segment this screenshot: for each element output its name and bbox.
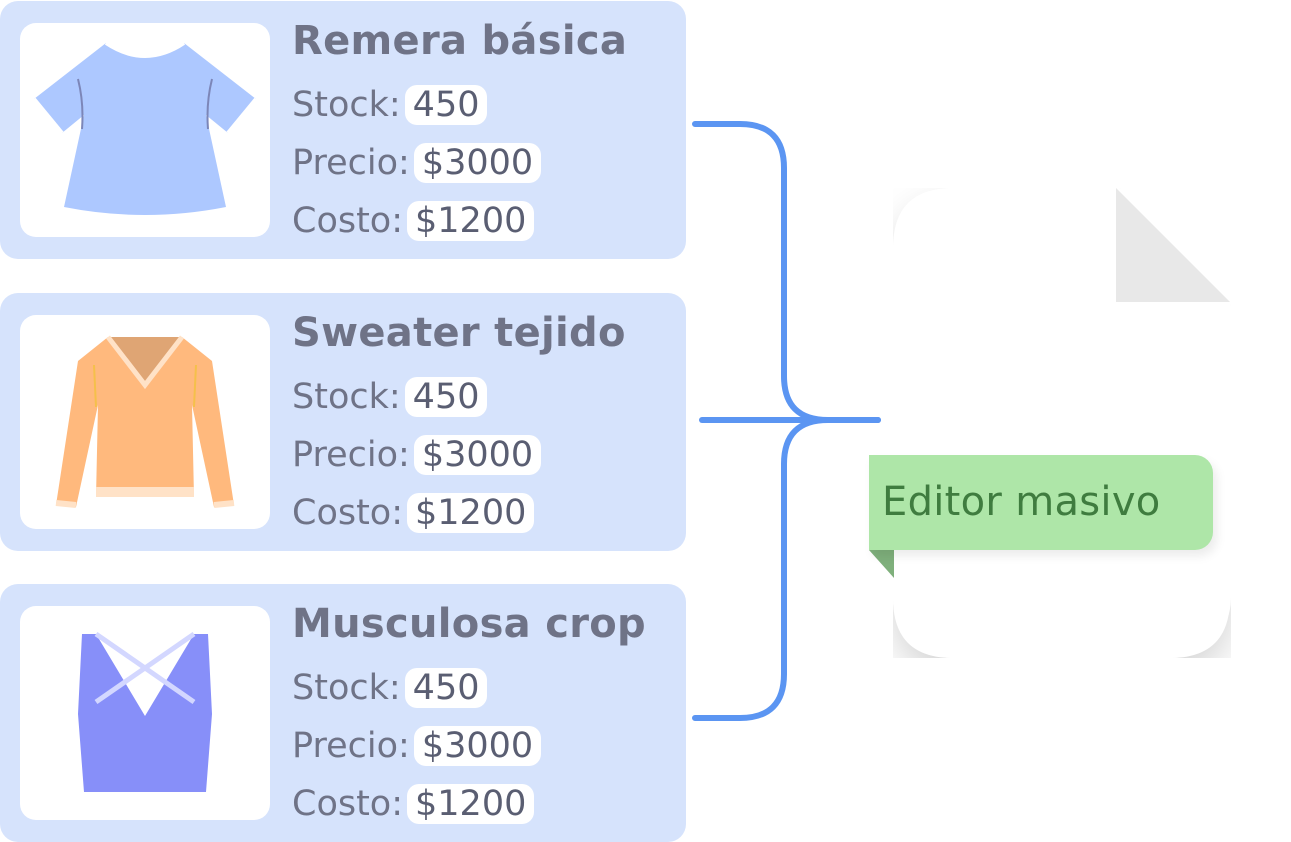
price-label: Precio: bbox=[292, 143, 410, 183]
stock-value: 450 bbox=[404, 85, 488, 125]
product-card: Remera básica Stock:450 Precio:$3000 Cos… bbox=[0, 1, 686, 259]
product-image bbox=[20, 23, 270, 237]
bulk-editor-label: Editor masivo bbox=[869, 455, 1213, 550]
cost-row: Costo:$1200 bbox=[292, 493, 626, 533]
price-value: $3000 bbox=[413, 435, 542, 475]
document-icon bbox=[869, 188, 1230, 658]
cost-label: Costo: bbox=[292, 201, 404, 241]
bulk-editor-text: Editor masivo bbox=[882, 479, 1161, 525]
stock-value: 450 bbox=[404, 377, 488, 417]
stock-label: Stock: bbox=[292, 85, 401, 125]
price-label: Precio: bbox=[292, 435, 410, 475]
stock-row: Stock:450 bbox=[292, 668, 646, 708]
cost-label: Costo: bbox=[292, 784, 404, 824]
cost-label: Costo: bbox=[292, 493, 404, 533]
cost-value: $1200 bbox=[407, 784, 535, 824]
price-value: $3000 bbox=[413, 726, 542, 766]
cost-value: $1200 bbox=[407, 493, 535, 533]
price-row: Precio:$3000 bbox=[292, 435, 626, 475]
price-row: Precio:$3000 bbox=[292, 726, 646, 766]
stock-label: Stock: bbox=[292, 668, 401, 708]
stock-row: Stock:450 bbox=[292, 85, 627, 125]
cost-row: Costo:$1200 bbox=[292, 784, 646, 824]
cost-row: Costo:$1200 bbox=[292, 201, 627, 241]
stock-label: Stock: bbox=[292, 377, 401, 417]
price-value: $3000 bbox=[413, 143, 542, 183]
product-image bbox=[20, 606, 270, 820]
tshirt-icon bbox=[32, 41, 258, 215]
product-card: Sweater tejido Stock:450 Precio:$3000 Co… bbox=[0, 293, 686, 551]
product-title: Sweater tejido bbox=[292, 310, 626, 356]
stock-value: 450 bbox=[404, 668, 488, 708]
sweater-icon bbox=[55, 335, 235, 508]
product-card: Musculosa crop Stock:450 Precio:$3000 Co… bbox=[0, 584, 686, 842]
stock-row: Stock:450 bbox=[292, 377, 626, 417]
price-row: Precio:$3000 bbox=[292, 143, 627, 183]
product-title: Remera básica bbox=[292, 18, 628, 64]
price-label: Precio: bbox=[292, 726, 410, 766]
product-title: Musculosa crop bbox=[292, 601, 646, 647]
crop-top-icon bbox=[78, 631, 212, 792]
cost-value: $1200 bbox=[407, 201, 535, 241]
product-image bbox=[20, 315, 270, 529]
